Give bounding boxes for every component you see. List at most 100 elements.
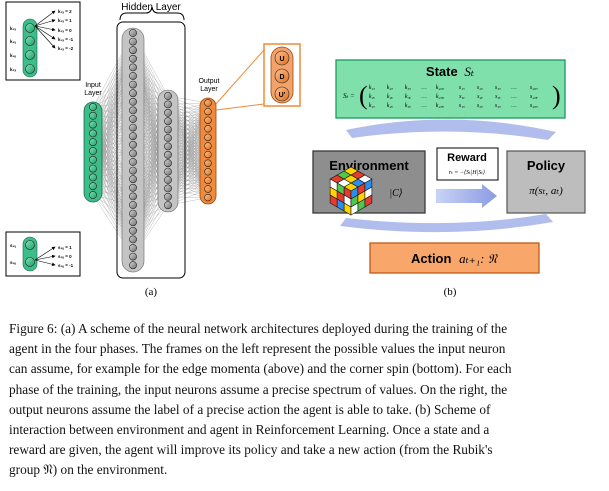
caption-line-8: group 𝔑) on the environment. xyxy=(9,462,168,478)
hidden-neuron xyxy=(164,108,172,117)
output-neuron xyxy=(204,193,212,202)
caption-line-4: phase of the training, the input neurons… xyxy=(9,381,508,397)
output-neuron xyxy=(204,99,212,107)
zoom-line-top xyxy=(215,49,265,105)
hidden-layer-brace xyxy=(119,6,185,21)
action-neuron xyxy=(274,50,290,66)
reward-formula: rₜ = −⟨Sₜ|H|Sₜ⟩ xyxy=(449,169,485,176)
hidden-neuron xyxy=(164,201,172,210)
state-title-word: State xyxy=(426,64,458,79)
input-neuron xyxy=(89,147,97,155)
edge-value: k₁ₓ = 2 xyxy=(58,9,72,14)
input-neuron xyxy=(89,111,97,120)
edge-input-neuron xyxy=(25,50,35,60)
spin-value: s₁ᵤ = -1 xyxy=(58,263,74,268)
hidden-layer-frame xyxy=(116,21,186,279)
input-neurons xyxy=(89,103,97,199)
caption-line-1: Figure 6: (a) A scheme of the neural net… xyxy=(9,321,508,336)
edge-input-neuron xyxy=(25,64,35,74)
hidden-neuron xyxy=(164,176,172,184)
edge-neuron-label: k₁ᵤ xyxy=(10,53,16,58)
action-label: U' xyxy=(279,92,286,99)
hidden-neuron xyxy=(129,132,137,141)
hidden-neuron xyxy=(164,100,172,109)
state-matrix-left-paren: ( xyxy=(359,81,368,110)
state-matrix-cell: s₃ₓ xyxy=(495,85,501,91)
hidden-neuron xyxy=(129,226,137,235)
rubiks-cube-icon xyxy=(329,166,373,216)
output-neuron xyxy=(204,125,212,133)
spin-value: s₁ᵤ = 0 xyxy=(58,254,72,259)
state-matrix-cell: s₂ₓ xyxy=(477,85,483,91)
state-matrix-cell: k₃ₓ xyxy=(405,85,412,91)
edge-input-neuron xyxy=(25,36,35,46)
policy-box xyxy=(506,150,586,214)
state-matrix-cell: k₂₀ᵤ xyxy=(436,103,445,109)
caption-line-7: reward are given, the agent will improve… xyxy=(9,442,493,458)
hidden-neuron xyxy=(129,80,137,89)
hidden-neuron xyxy=(129,192,137,201)
spin-value: s₁ᵤ = 1 xyxy=(58,245,72,250)
hidden-neuron xyxy=(129,252,137,261)
hidden-neuron xyxy=(129,29,137,37)
hidden-neuron xyxy=(164,167,172,176)
hidden-neuron xyxy=(164,150,172,159)
hidden-neuron xyxy=(129,175,137,184)
edge-value: k₁ₓ = 0 xyxy=(58,28,72,33)
state-matrix-cell: s₃ᵤ xyxy=(495,103,501,109)
policy-title: Policy xyxy=(527,158,566,173)
hidden-neuron xyxy=(164,192,172,201)
hidden-neuron xyxy=(129,235,137,244)
state-matrix-cell: … xyxy=(421,94,426,100)
state-matrix-cell: s₁ᵤ xyxy=(459,103,465,109)
output-neuron xyxy=(204,133,212,142)
hidden-neuron xyxy=(164,159,172,168)
hidden-neuron xyxy=(129,183,137,192)
hidden-neuron xyxy=(164,142,172,151)
hidden-neuron xyxy=(129,46,137,55)
state-matrix-cell: k₂₀ₓ xyxy=(436,85,445,91)
reward-box xyxy=(436,147,499,181)
action-label: D xyxy=(279,74,284,81)
output-neuron xyxy=(204,150,212,159)
state-matrix-cell: k₁ₓ xyxy=(369,85,376,91)
policy-formula: π(sₜ, aₜ) xyxy=(529,185,563,197)
state-matrix-cell: s₂ᵤ xyxy=(477,103,483,109)
input-neuron xyxy=(89,120,97,129)
hidden-layer-label: Hidden Layer xyxy=(121,2,181,13)
hidden-neuron xyxy=(129,89,137,98)
action-formula: aₜ₊₁: 𝔑 xyxy=(459,251,499,266)
env-to-policy-arrow xyxy=(436,184,497,208)
corner-spin-content: s₁ᵧ s₁ᵤ s₁ᵤ = 1 s₁ᵤ = 0 s₁ᵤ = -1 xyxy=(10,240,74,268)
action-box xyxy=(369,242,540,274)
environment-formula: |C⟩ xyxy=(389,188,402,199)
spin-neuron-label: s₁ᵤ xyxy=(10,260,16,265)
edge-neuron-label: k₂ₓ xyxy=(10,67,17,72)
state-matrix-right-paren: ) xyxy=(552,81,561,110)
output-neuron xyxy=(204,168,212,176)
input-neuron xyxy=(89,173,97,182)
environment-title: Environment xyxy=(329,158,409,173)
edge-neuron-label: k₁ᵧ xyxy=(10,39,16,44)
state-feedback-arrow xyxy=(346,119,556,140)
hidden-neuron xyxy=(129,115,137,123)
edge-value: k₁ₓ = -1 xyxy=(58,37,74,42)
action-label: U xyxy=(279,56,284,63)
figure-caption: Figure 6: (a) A scheme of the neural net… xyxy=(9,319,601,481)
state-matrix-cell: k₃ᵧ xyxy=(405,94,412,100)
action-title: Action aₜ₊₁: 𝔑 xyxy=(411,251,499,266)
hidden-neuron xyxy=(164,184,172,193)
hidden-neuron xyxy=(129,140,137,149)
spin-input-neuron xyxy=(25,257,35,267)
state-matrix-cell: s₂₀ₓ xyxy=(530,85,539,91)
spin-input-neuron xyxy=(25,240,35,250)
hidden-neuron xyxy=(129,37,137,46)
state-matrix-cell: s₂ᵧ xyxy=(477,94,483,100)
input-neuron xyxy=(89,129,97,138)
spin-neuron-label: s₁ᵧ xyxy=(10,243,16,248)
output-layer-label-2: Layer xyxy=(200,86,218,93)
